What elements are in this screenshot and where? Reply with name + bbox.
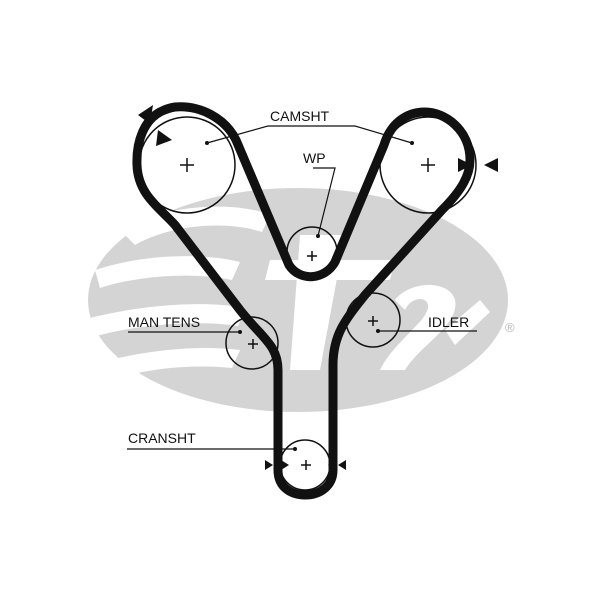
camshaft-leader	[206, 125, 413, 144]
triangle-marker-icon	[265, 460, 273, 470]
plus-icon	[368, 316, 378, 326]
plus-icon	[248, 339, 258, 349]
camshaft-label: CAMSHT	[270, 108, 330, 124]
water-pump-label: WP	[303, 150, 326, 166]
triangle-marker-icon	[281, 460, 289, 470]
leader-lines	[127, 125, 477, 450]
plus-icon	[301, 460, 311, 470]
triangle-marker-icon	[338, 460, 346, 470]
water-pump-leader	[313, 167, 336, 237]
logo-lettering	[90, 206, 490, 378]
brand-logo-watermark: ®	[88, 188, 515, 412]
manual-tensioner-pulley	[225, 316, 279, 370]
plus-icon	[307, 251, 317, 261]
pulley-centers	[180, 158, 435, 470]
triangle-marker-icon	[458, 158, 472, 172]
plus-icon	[421, 158, 435, 172]
triangle-marker-icon	[138, 105, 153, 124]
idler-label: IDLER	[428, 314, 469, 330]
triangle-marker-icon	[328, 460, 336, 470]
registered-mark: ®	[505, 320, 515, 335]
timing-belt	[132, 102, 475, 500]
triangle-marker-icon	[156, 130, 172, 146]
manual-tensioner-label: MAN TENS	[128, 314, 200, 330]
timing-marks	[138, 105, 498, 470]
triangle-marker-icon	[484, 158, 498, 172]
plus-icon	[180, 158, 194, 172]
crankshaft-label: CRANSHT	[128, 430, 196, 446]
leader-dots	[205, 141, 414, 451]
